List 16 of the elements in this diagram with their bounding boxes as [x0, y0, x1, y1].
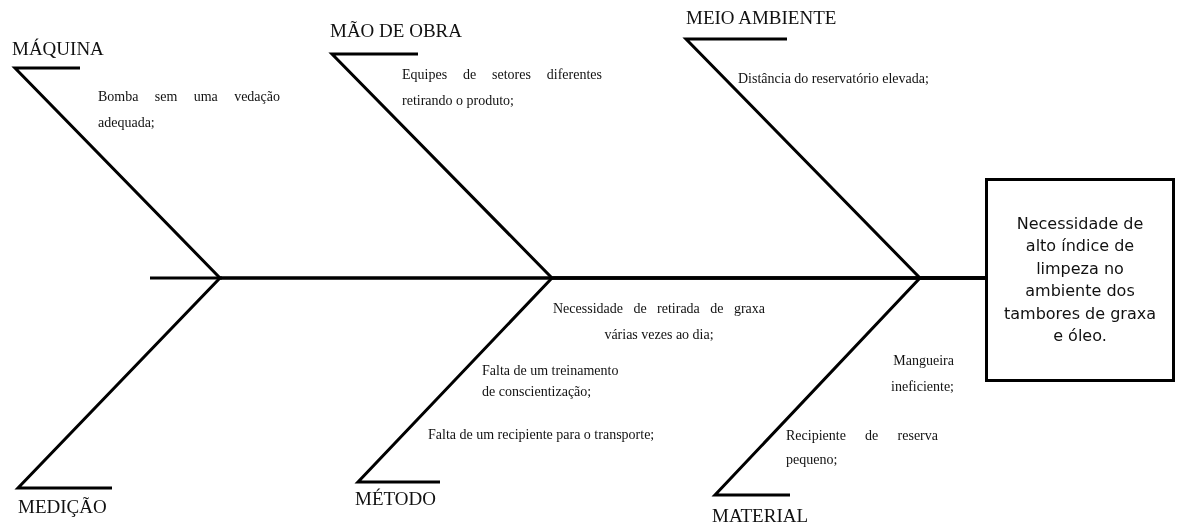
cause-text: Bomba sem uma vedação adequada; [98, 88, 280, 132]
cause-text: Necessidade de retirada de graxa várias vezes ao dia; [553, 300, 765, 344]
fishbone-line [711, 276, 985, 497]
category-label: MÁQUINA [12, 38, 104, 60]
category-label: MATERIAL [712, 505, 809, 527]
cause-text: Falta de um recipiente para o transporte; [428, 426, 656, 444]
cause-text: Recipiente de reserva pequeno; [786, 427, 938, 469]
category-label: MEIO AMBIENTE [686, 7, 837, 29]
cause-text: Falta de um treinamento de conscientização; [482, 362, 620, 401]
effect-box: Necessidade de alto índice de limpeza no ambiente dos tambores de graxa e óleo. [985, 178, 1175, 382]
category-label: MÃO DE OBRA [330, 20, 462, 42]
cause-text: Equipes de setores diferentes retirando o produto; [402, 66, 602, 110]
cause-text: Distância do reservatório elevada; [738, 70, 930, 88]
cause-text: Mangueira ineficiente; [890, 352, 954, 396]
category-label: MÉTODO [355, 488, 436, 510]
category-label: MEDIÇÃO [18, 496, 107, 518]
